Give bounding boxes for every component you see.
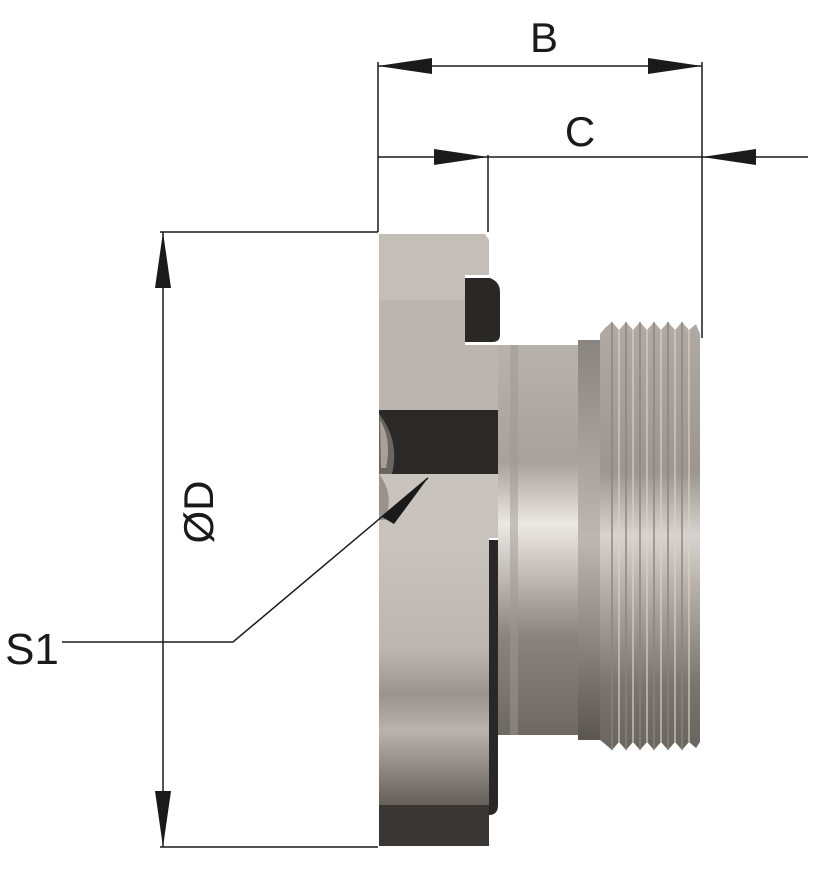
arrowheads xyxy=(155,58,756,847)
arrow-b-right xyxy=(648,58,702,74)
arrow-b-left xyxy=(378,58,432,74)
arrow-d-bottom xyxy=(155,791,171,847)
seal-ring-bottom xyxy=(489,540,498,815)
flange-bottom-band xyxy=(379,543,489,846)
bore-cone-highlight xyxy=(380,420,388,468)
plug-body-shoulder xyxy=(510,345,518,735)
thread-roots xyxy=(618,330,690,742)
label-s1: S1 xyxy=(5,625,59,674)
seal-ring-top xyxy=(465,278,500,342)
label-c: C xyxy=(565,108,595,155)
arrow-c-left xyxy=(434,149,488,165)
flange-upper-shade xyxy=(379,300,510,410)
label-d: ØD xyxy=(175,481,222,544)
bore-channel xyxy=(379,410,510,474)
thread-undercut xyxy=(578,340,600,740)
plug-part xyxy=(379,234,700,846)
flange-bottom-dark xyxy=(379,805,489,846)
thread-section xyxy=(600,322,700,750)
arrow-s1 xyxy=(382,478,428,524)
thread-crests xyxy=(611,322,683,750)
arrow-c-right xyxy=(702,149,756,165)
arrow-d-top xyxy=(155,232,171,288)
label-b: B xyxy=(530,14,558,61)
flange-socket-cone xyxy=(379,474,389,520)
leader-line-s1 xyxy=(62,477,429,643)
